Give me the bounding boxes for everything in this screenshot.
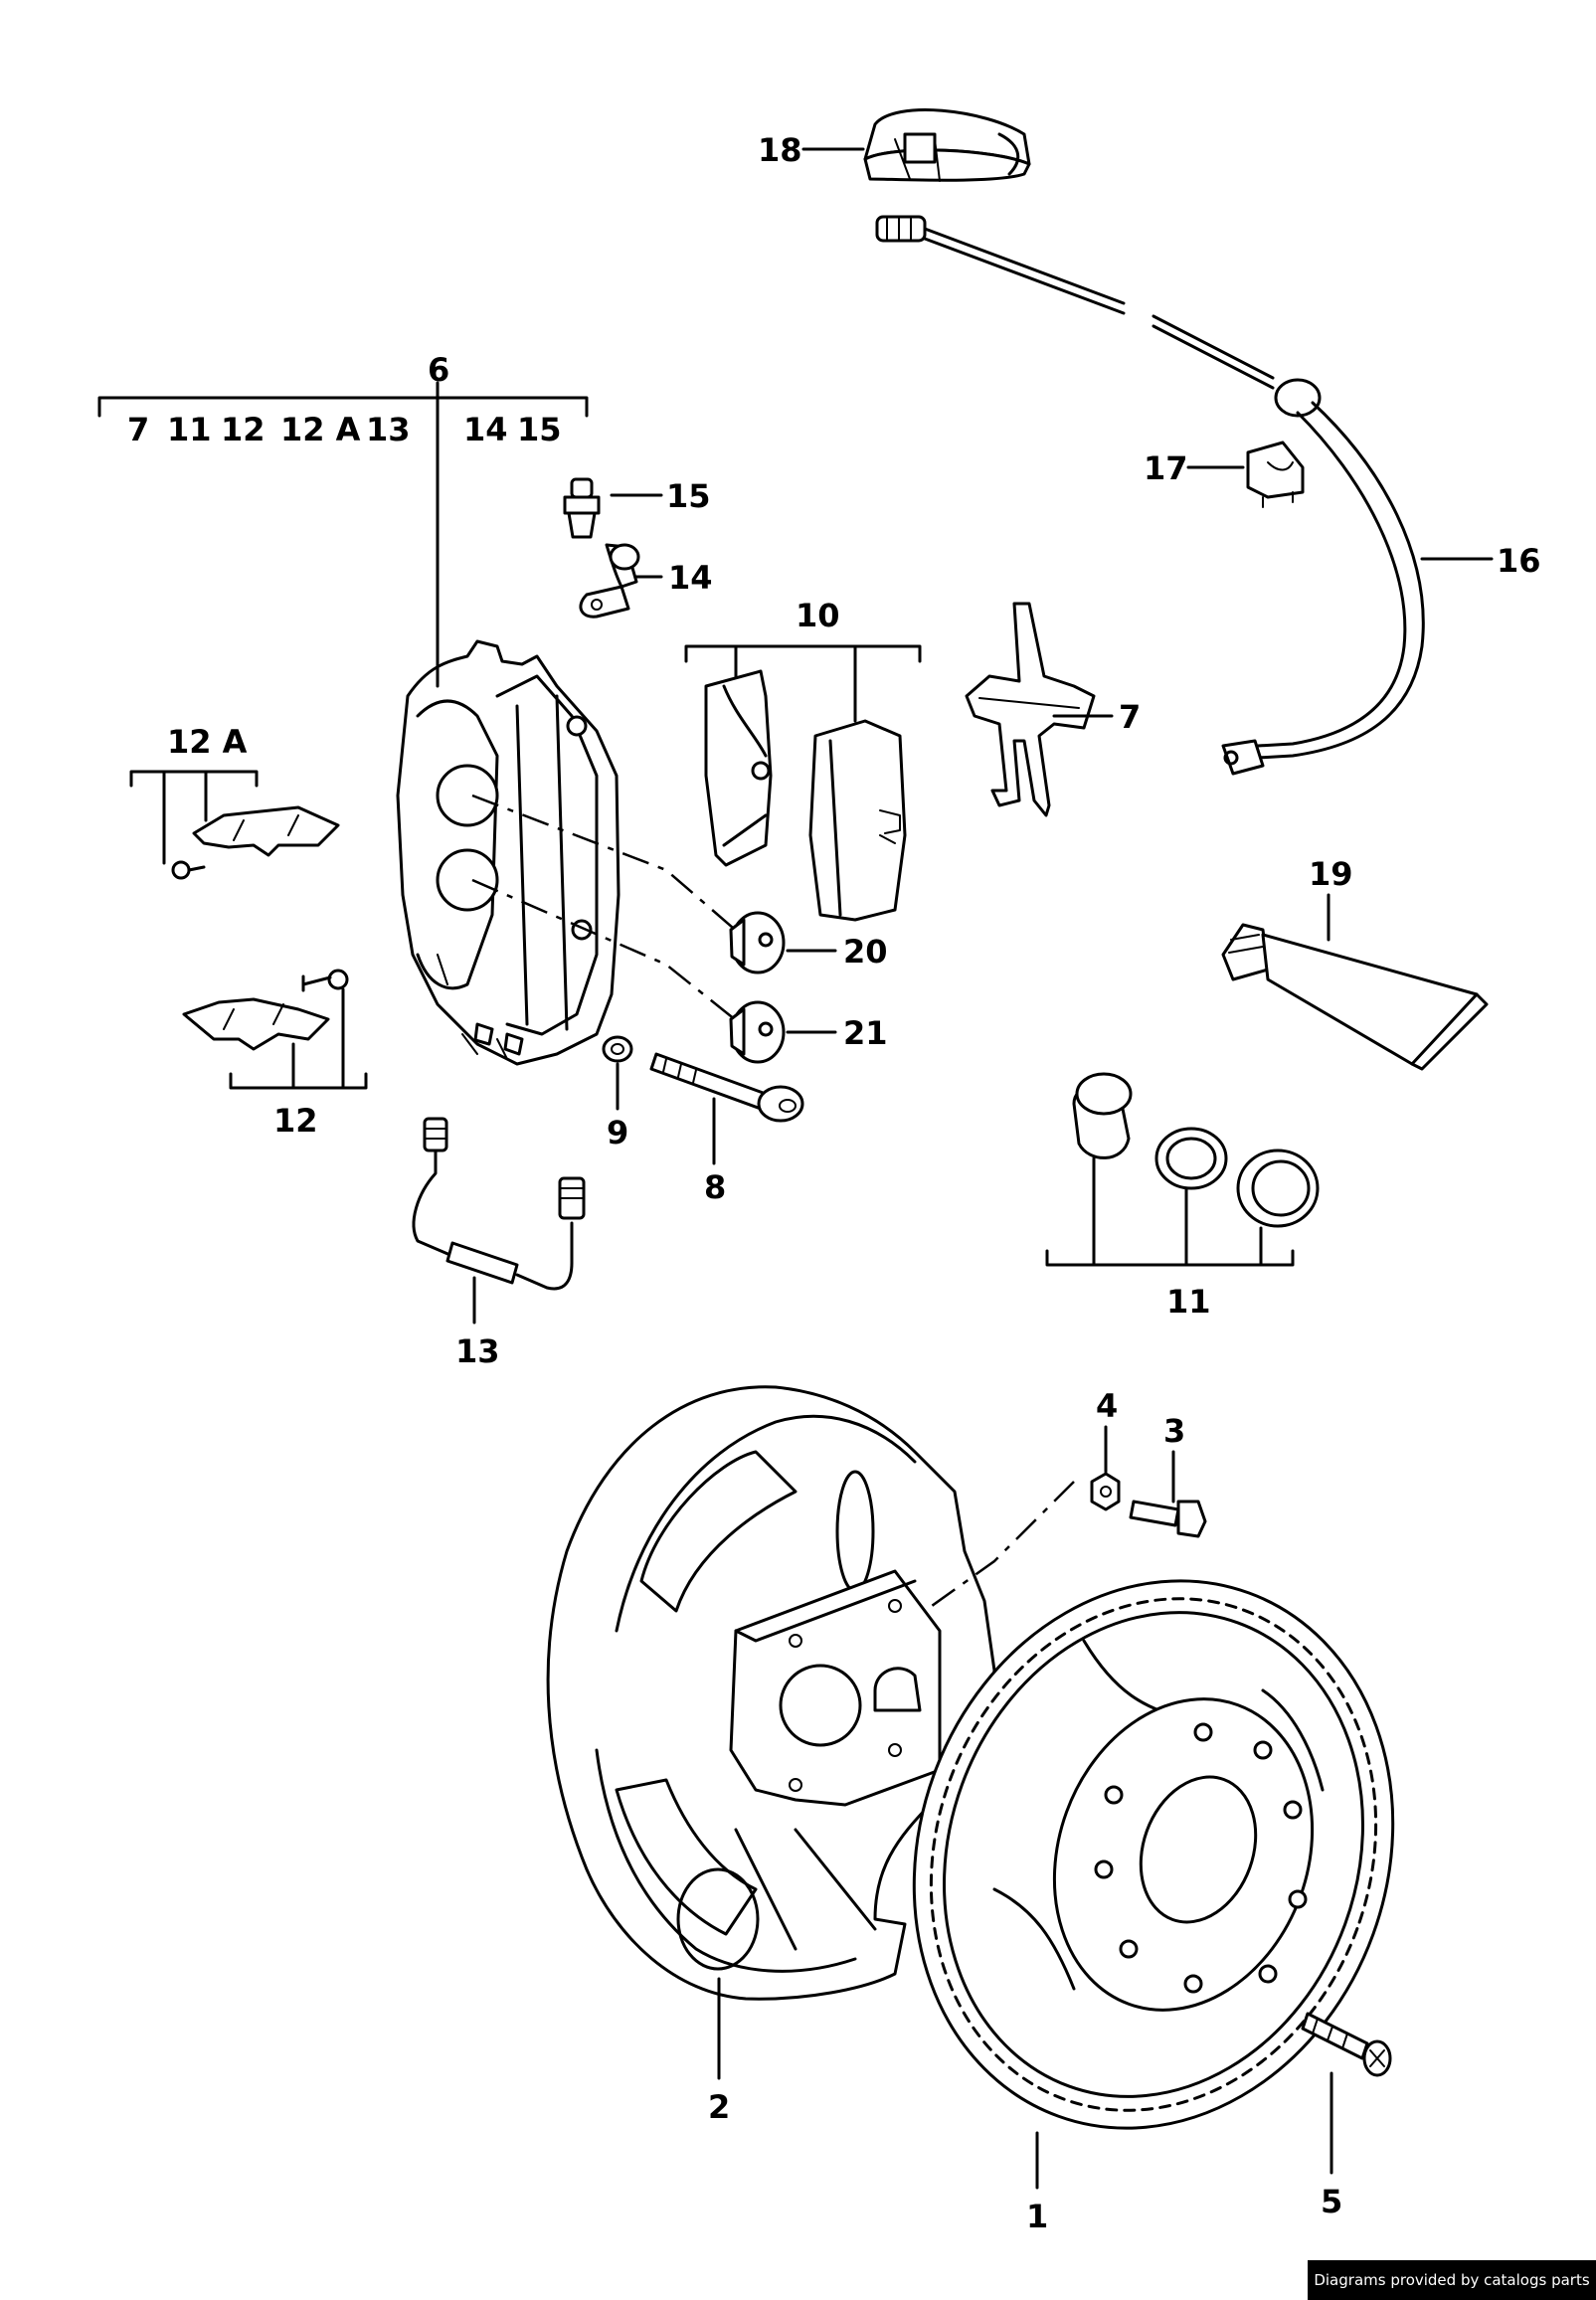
kit-item-15: 15 — [517, 411, 562, 448]
label-4: 4 — [1096, 1387, 1118, 1425]
part-12a-spring-and-screw — [171, 805, 340, 880]
label-10: 10 — [796, 597, 840, 634]
label-7: 7 — [1119, 698, 1141, 736]
part-9-washer — [602, 1035, 633, 1063]
label-19: 19 — [1309, 855, 1353, 893]
label-3: 3 — [1163, 1412, 1185, 1450]
part-20-piston — [729, 911, 786, 974]
piston-guide-line-21 — [471, 878, 742, 1025]
label-2: 2 — [708, 2088, 730, 2126]
label-1: 1 — [1026, 2198, 1048, 2235]
label-15: 15 — [666, 477, 711, 515]
label-9: 9 — [607, 1114, 628, 1151]
part-3-bolt — [1129, 1500, 1207, 1538]
label-11: 11 — [1166, 1283, 1211, 1321]
part-10-brake-pads — [704, 669, 907, 922]
part-13-brake-line — [412, 1117, 586, 1291]
part-18-sleeve — [863, 108, 1031, 182]
label-8: 8 — [704, 1168, 726, 1206]
label-14: 14 — [668, 559, 713, 597]
part-7-spreader-spring — [965, 602, 1096, 817]
label-21: 21 — [843, 1014, 888, 1052]
kit-item-12a: 12 A — [280, 411, 361, 448]
label-16: 16 — [1497, 542, 1541, 580]
part-17-cable-clip — [1246, 441, 1305, 508]
part-5-screw — [1301, 2012, 1392, 2077]
part-4-nut — [1090, 1472, 1121, 1511]
credit-badge: Diagrams provided by catalogs parts — [1308, 2260, 1596, 2300]
part-6-brake-caliper — [396, 639, 621, 1066]
part-15-bleeder-screw — [563, 477, 601, 539]
label-17: 17 — [1144, 449, 1188, 487]
label-13: 13 — [455, 1332, 500, 1370]
leader-lines — [97, 147, 1494, 2190]
part-6-kit-contents: 7 11 12 12 A 13 14 15 — [127, 411, 562, 448]
part-14-bracket — [579, 543, 640, 619]
kit-item-13: 13 — [366, 411, 411, 448]
part-11-piston-seals — [1072, 1072, 1320, 1228]
label-6: 6 — [428, 351, 449, 389]
part-8-bolt — [649, 1052, 804, 1123]
piston-guide-line-20 — [471, 794, 742, 936]
part-1-brake-disc — [912, 1579, 1395, 2130]
label-12a: 12 A — [167, 723, 248, 761]
label-12: 12 — [273, 1102, 318, 1140]
part-21-piston — [729, 1000, 786, 1064]
part-16-wear-sensor-cable — [875, 215, 1425, 776]
kit-item-14: 14 — [463, 411, 508, 448]
label-5: 5 — [1321, 2183, 1342, 2220]
part-12-spring-and-screw — [182, 969, 349, 1051]
bolt-guide-line — [924, 1481, 1075, 1613]
kit-item-12: 12 — [221, 411, 266, 448]
kit-item-11: 11 — [167, 411, 212, 448]
callout-labels: 18 17 16 15 14 6 10 7 12 A 19 20 21 12 9… — [167, 131, 1541, 2235]
part-2-dust-shield — [546, 1385, 996, 2001]
label-20: 20 — [843, 933, 888, 971]
kit-item-7: 7 — [127, 411, 149, 448]
label-18: 18 — [758, 131, 802, 169]
part-19-grease-tube — [1221, 923, 1489, 1071]
